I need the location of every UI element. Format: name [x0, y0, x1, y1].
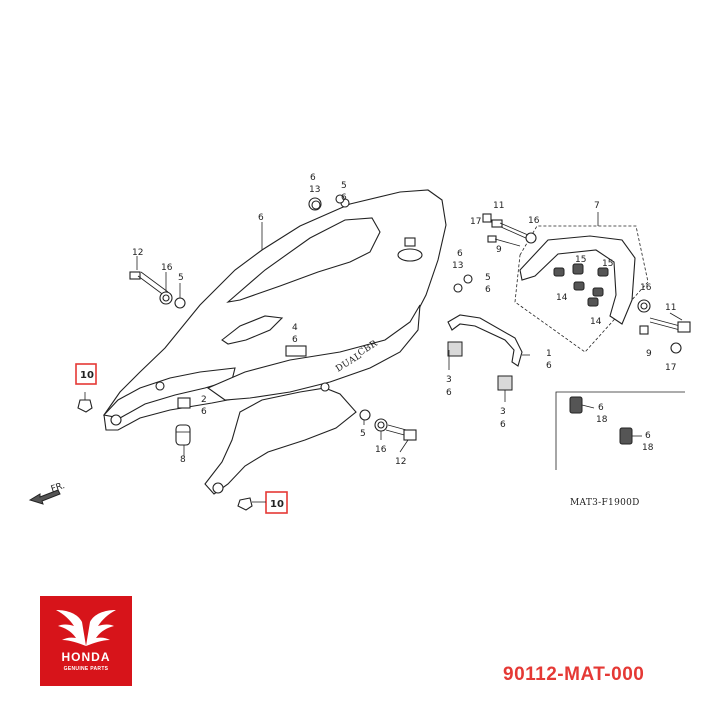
callout-16-bottom: 16	[375, 445, 387, 455]
bolt-group-right-upper	[482, 213, 537, 247]
inset-box	[555, 391, 685, 470]
callout-6-box2: 6	[645, 431, 651, 441]
callout-14-b: 14	[590, 317, 602, 327]
rear-cowl: DUAL CBR	[102, 189, 447, 495]
highlight-number-left: 10	[80, 370, 94, 381]
grab-rail-group	[514, 225, 649, 353]
callout-6-3a: 6	[446, 388, 452, 398]
callout-6-left2: 6	[201, 407, 207, 417]
callout-9-right: 9	[646, 349, 652, 359]
bolt-group-right-lower	[637, 299, 691, 354]
callout-13-mid: 13	[452, 261, 463, 271]
callout-3-b: 3	[500, 407, 506, 417]
callout-11-right: 11	[665, 303, 676, 313]
honda-wing-icon	[56, 610, 116, 646]
callout-8-left: 8	[180, 455, 186, 465]
callout-6-3b: 6	[500, 420, 506, 430]
callout-2-left: 2	[201, 395, 207, 405]
callout-16-left: 16	[161, 263, 173, 273]
callout-7-rail: 7	[594, 201, 600, 211]
callout-12-bottom: 12	[395, 457, 406, 467]
callout-18-box2: 18	[642, 443, 654, 453]
callout-6-mid2: 6	[485, 285, 491, 295]
leader-lines	[136, 212, 683, 456]
callout-13-top: 13	[309, 185, 320, 195]
logo-brand: HONDA	[61, 650, 111, 664]
callout-6-grip: 6	[546, 361, 552, 371]
callout-5-left: 5	[178, 273, 184, 283]
callout-4-center: 4	[292, 323, 298, 333]
callout-6-mid: 6	[457, 249, 463, 259]
highlight-box-left	[75, 363, 97, 385]
callout-labels: 6 13 5 6 6 12 16 5 4 6 2 6 8 5 16 12 11 …	[50, 173, 677, 508]
callout-6-cowl: 6	[258, 213, 264, 223]
bolt-group-top	[311, 194, 345, 210]
honda-logo: HONDA GENUINE PARTS	[40, 596, 132, 686]
bolt-group-left	[129, 271, 186, 309]
callout-15-b: 15	[602, 259, 613, 269]
front-arrow-icon	[28, 489, 61, 505]
callout-5-mid: 5	[485, 273, 491, 283]
grommets-left	[175, 397, 191, 446]
bolt-10-parts	[77, 392, 253, 511]
logo-tagline: GENUINE PARTS	[63, 666, 109, 672]
highlight-number-bottom: 10	[270, 499, 284, 510]
highlight-box-bottom	[265, 491, 288, 514]
reference-code: MAT3-F1900D	[570, 498, 640, 508]
bolt-group-right-mid	[453, 274, 473, 293]
callout-11-top: 11	[493, 201, 504, 211]
callout-1-grip: 1	[546, 349, 552, 359]
grommets-3	[447, 341, 513, 391]
callout-16-top: 16	[528, 216, 540, 226]
grip-strap	[447, 314, 523, 367]
callout-5-top: 5	[341, 181, 347, 191]
highlight-callout-bottom: 10	[252, 491, 288, 514]
callout-6-box1: 6	[598, 403, 604, 413]
callout-18-box1: 18	[596, 415, 608, 425]
bolt-group-bottom	[359, 409, 417, 441]
callout-17-top: 17	[470, 217, 481, 227]
callout-12-left: 12	[132, 248, 143, 258]
bracket-center	[285, 345, 307, 357]
callout-9-top: 9	[496, 245, 502, 255]
highlight-callout-left: 10	[75, 363, 97, 385]
callout-14-a: 14	[556, 293, 568, 303]
callout-5-bottom: 5	[360, 429, 366, 439]
callout-6-top2: 6	[341, 193, 347, 203]
callout-16-right: 16	[640, 283, 652, 293]
callout-15-a: 15	[575, 255, 586, 265]
callout-3-a: 3	[446, 375, 452, 385]
front-label: FR.	[50, 481, 66, 495]
callout-6-center: 6	[292, 335, 298, 345]
part-number: 90112-MAT-000	[503, 664, 645, 685]
callout-6-top: 6	[310, 173, 316, 183]
callout-17-right: 17	[665, 363, 676, 373]
